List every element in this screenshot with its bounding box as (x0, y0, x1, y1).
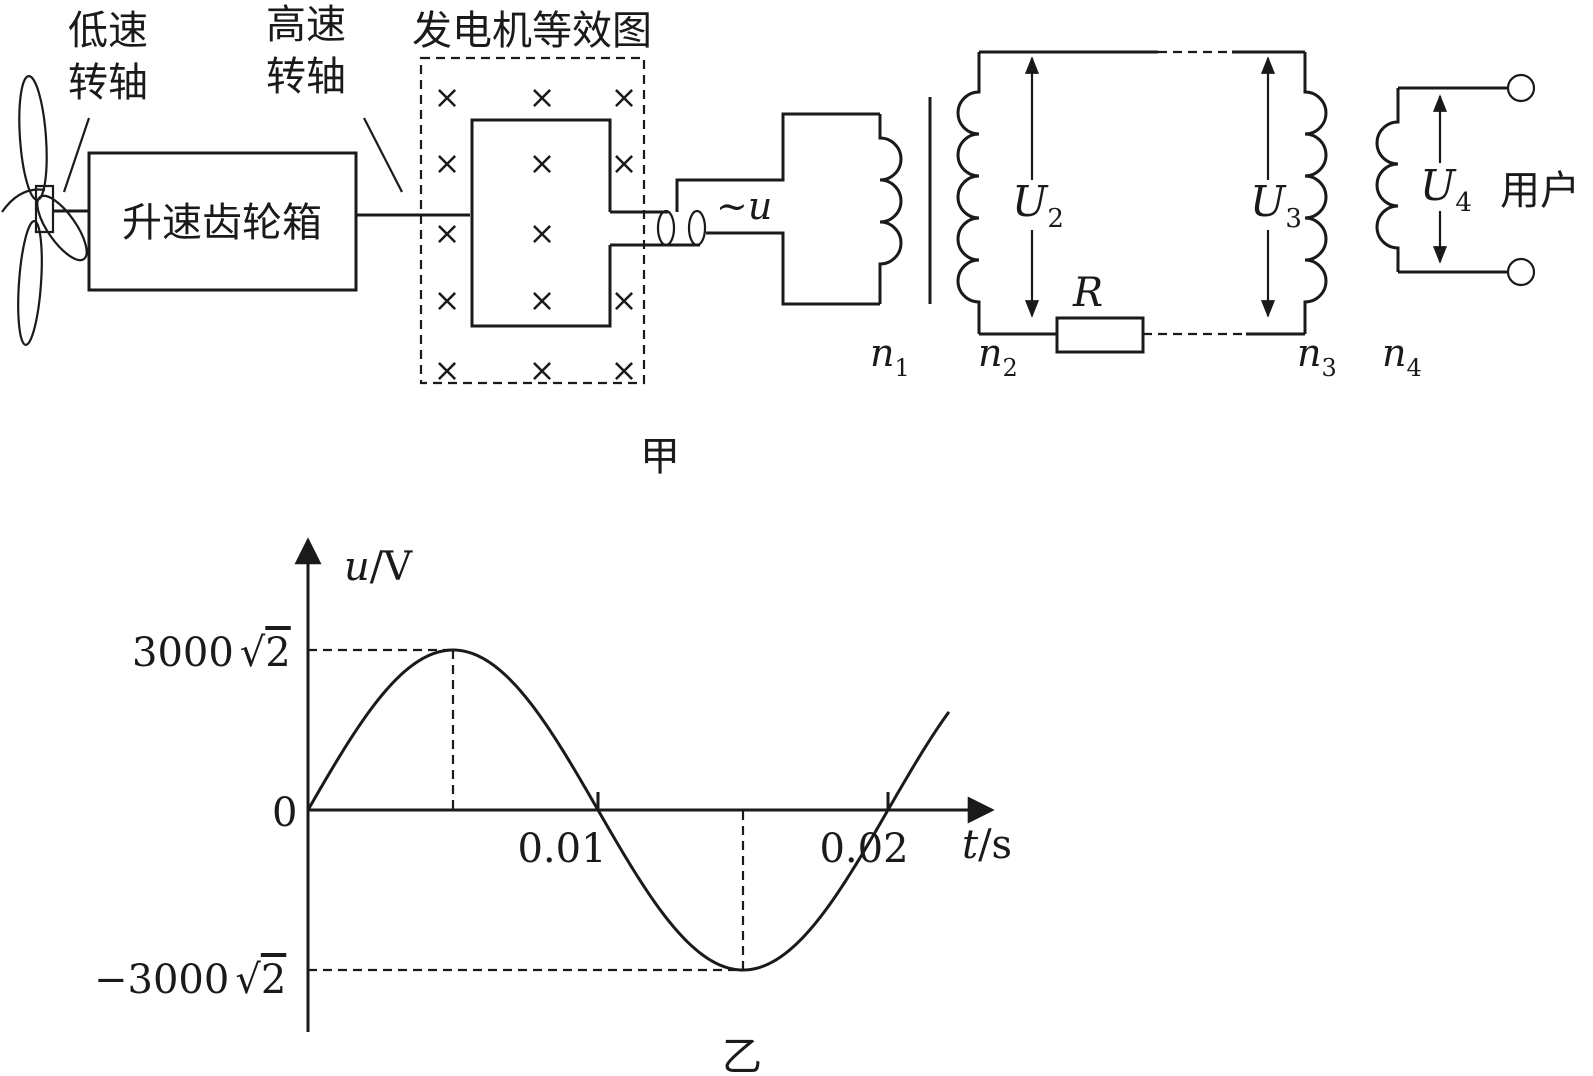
source-label: ~u (716, 184, 772, 228)
field-mark: × (611, 78, 638, 116)
field-mark: × (529, 144, 556, 182)
y-tick-label-min: −3000√2 (94, 957, 286, 1003)
field-mark: × (611, 144, 638, 182)
u3-label: U3 (1250, 177, 1302, 234)
user-label: 用户 (1500, 168, 1580, 214)
low-speed-shaft-label-2: 转轴 (68, 60, 148, 106)
generator-equivalent-label: 发电机等效图 (412, 8, 652, 54)
transformer2-secondary-coil (1375, 88, 1400, 272)
high-speed-shaft-pointer (363, 117, 403, 193)
field-marks: × × × × × × × × × × × × × × (434, 78, 638, 389)
output-terminal (1506, 73, 1536, 103)
figure-b: u/V t/s 0 3000√2 −3000√2 0.01 0.02 乙 (94, 537, 1012, 1076)
gearbox-box (87, 151, 358, 292)
field-mark: × (529, 78, 556, 116)
figure-a-caption: 甲 (640, 434, 680, 480)
primary-lead-lower (706, 231, 880, 306)
field-mark: × (529, 214, 556, 252)
generator-coil (470, 118, 612, 328)
magnetic-field-region (419, 56, 646, 385)
transformer1-primary-coil (878, 114, 903, 304)
x-tick-label: 0.01 (517, 826, 606, 872)
n3-label: n3 (1297, 331, 1337, 382)
resistor-label: R (1072, 270, 1103, 316)
resistor (1055, 316, 1145, 354)
field-mark: × (434, 214, 461, 252)
field-mark: × (529, 351, 556, 389)
field-mark: × (611, 351, 638, 389)
chart-marks (306, 648, 951, 972)
n2-label: n2 (978, 331, 1018, 382)
n1-label: n1 (870, 331, 910, 382)
turbine-blades (1, 75, 88, 346)
y-axis-label: u/V (344, 544, 413, 590)
figure-b-caption: 乙 (722, 1034, 762, 1076)
figure-a: 低速 转轴 升速齿轮箱 高速 转轴 发电机等效图 × × × × × × × ×… (1, 2, 1580, 480)
field-mark: × (611, 281, 638, 319)
n4-label: n4 (1382, 331, 1422, 382)
high-speed-shaft-label-1: 高速 (266, 2, 346, 48)
gearbox-label: 升速齿轮箱 (122, 200, 322, 246)
output-terminal (1506, 257, 1536, 287)
low-speed-shaft-label-1: 低速 (68, 8, 148, 54)
primary-lead-upper (675, 112, 880, 212)
field-mark: × (434, 351, 461, 389)
u4-label: U4 (1420, 161, 1472, 218)
field-mark: × (434, 144, 461, 182)
slip-ring (687, 209, 707, 247)
field-mark: × (434, 281, 461, 319)
transformer2-primary-coil (1303, 52, 1328, 334)
y-tick-label-max: 3000√2 (132, 630, 291, 676)
slip-ring (656, 209, 676, 247)
field-mark: × (434, 78, 461, 116)
x-axis-label: t/s (962, 822, 1012, 868)
u2-label: U2 (1012, 177, 1064, 234)
origin-label: 0 (272, 790, 297, 836)
low-speed-shaft-pointer (62, 117, 91, 193)
transformer1-secondary-coil (956, 52, 981, 334)
field-mark: × (529, 281, 556, 319)
high-speed-shaft-label-2: 转轴 (266, 54, 346, 100)
voltage-waveform (306, 648, 951, 972)
